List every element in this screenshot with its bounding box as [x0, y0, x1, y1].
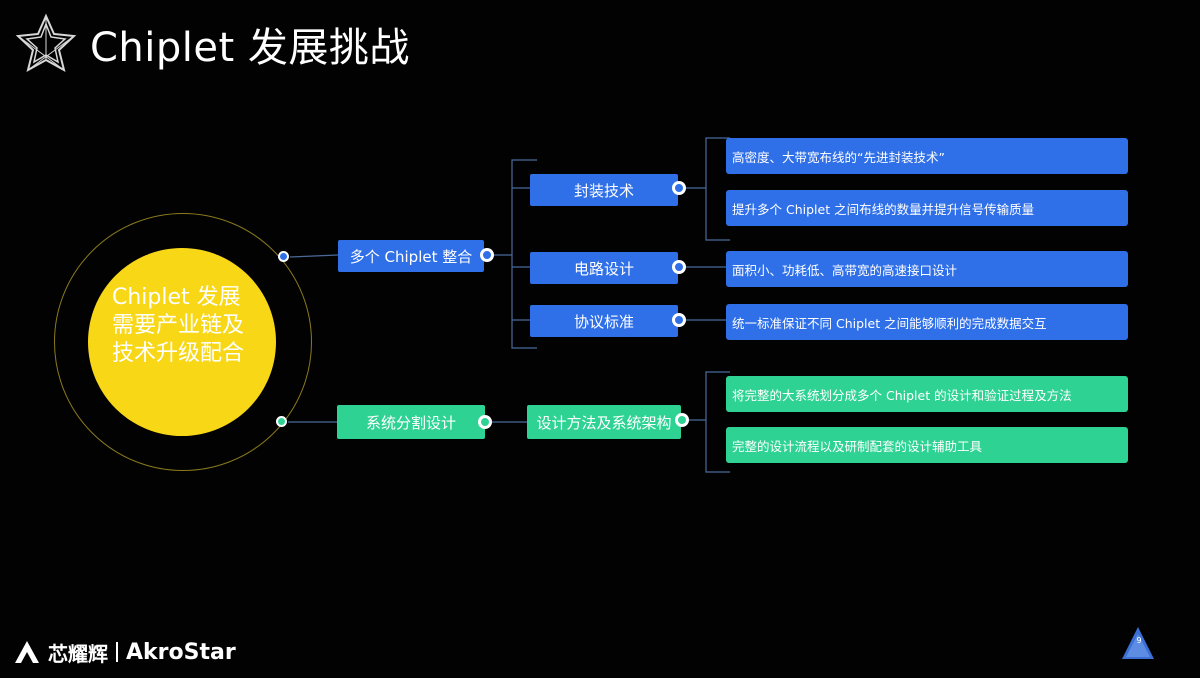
node-protocol-standard[interactable]: 协议标准 — [530, 305, 678, 337]
leaf-design-method-detail-1[interactable]: 将完整的大系统划分成多个 Chiplet 的设计和验证过程及方法 — [726, 376, 1128, 412]
core-circle — [88, 248, 276, 436]
expand-toggle-icon[interactable] — [672, 260, 686, 274]
node-system-partition[interactable]: 系统分割设计 — [337, 405, 485, 439]
node-circuit-design[interactable]: 电路设计 — [530, 252, 678, 284]
expand-toggle-icon[interactable] — [672, 313, 686, 327]
footer-brand: 芯耀辉 AkroStar — [14, 636, 236, 668]
node-multi-chiplet-integration[interactable]: 多个 Chiplet 整合 — [338, 240, 484, 272]
page-number: 9 — [1136, 636, 1142, 645]
node-design-method[interactable]: 设计方法及系统架构 — [527, 405, 681, 439]
core-connector-dot-blue — [278, 251, 289, 262]
leaf-packaging-detail-2[interactable]: 提升多个 Chiplet 之间布线的数量并提升信号传输质量 — [726, 190, 1128, 226]
leaf-protocol-detail[interactable]: 统一标准保证不同 Chiplet 之间能够顺利的完成数据交互 — [726, 304, 1128, 340]
core-connector-dot-green — [276, 416, 287, 427]
brand-name-cn: 芯耀辉 — [48, 641, 108, 666]
expand-toggle-icon[interactable] — [675, 413, 689, 427]
page-title: Chiplet 发展挑战 — [90, 25, 410, 71]
star-logo-icon — [15, 13, 77, 72]
core-ring — [54, 213, 312, 471]
leaf-packaging-detail-1[interactable]: 高密度、大带宽布线的“先进封装技术” — [726, 138, 1128, 174]
expand-toggle-icon[interactable] — [672, 181, 686, 195]
leaf-circuit-detail[interactable]: 面积小、功耗低、高带宽的高速接口设计 — [726, 251, 1128, 287]
expand-toggle-icon[interactable] — [480, 248, 494, 262]
brand-name-en: AkroStar — [126, 639, 236, 665]
core-topic: Chiplet 发展需要产业链及技术升级配合 — [112, 285, 245, 366]
expand-toggle-icon[interactable] — [478, 415, 492, 429]
node-packaging[interactable]: 封装技术 — [530, 174, 678, 206]
page-badge-icon — [1122, 627, 1154, 659]
brand-divider — [116, 642, 118, 662]
akrostar-mark-icon — [15, 641, 39, 663]
leaf-design-method-detail-2[interactable]: 完整的设计流程以及研制配套的设计辅助工具 — [726, 427, 1128, 463]
